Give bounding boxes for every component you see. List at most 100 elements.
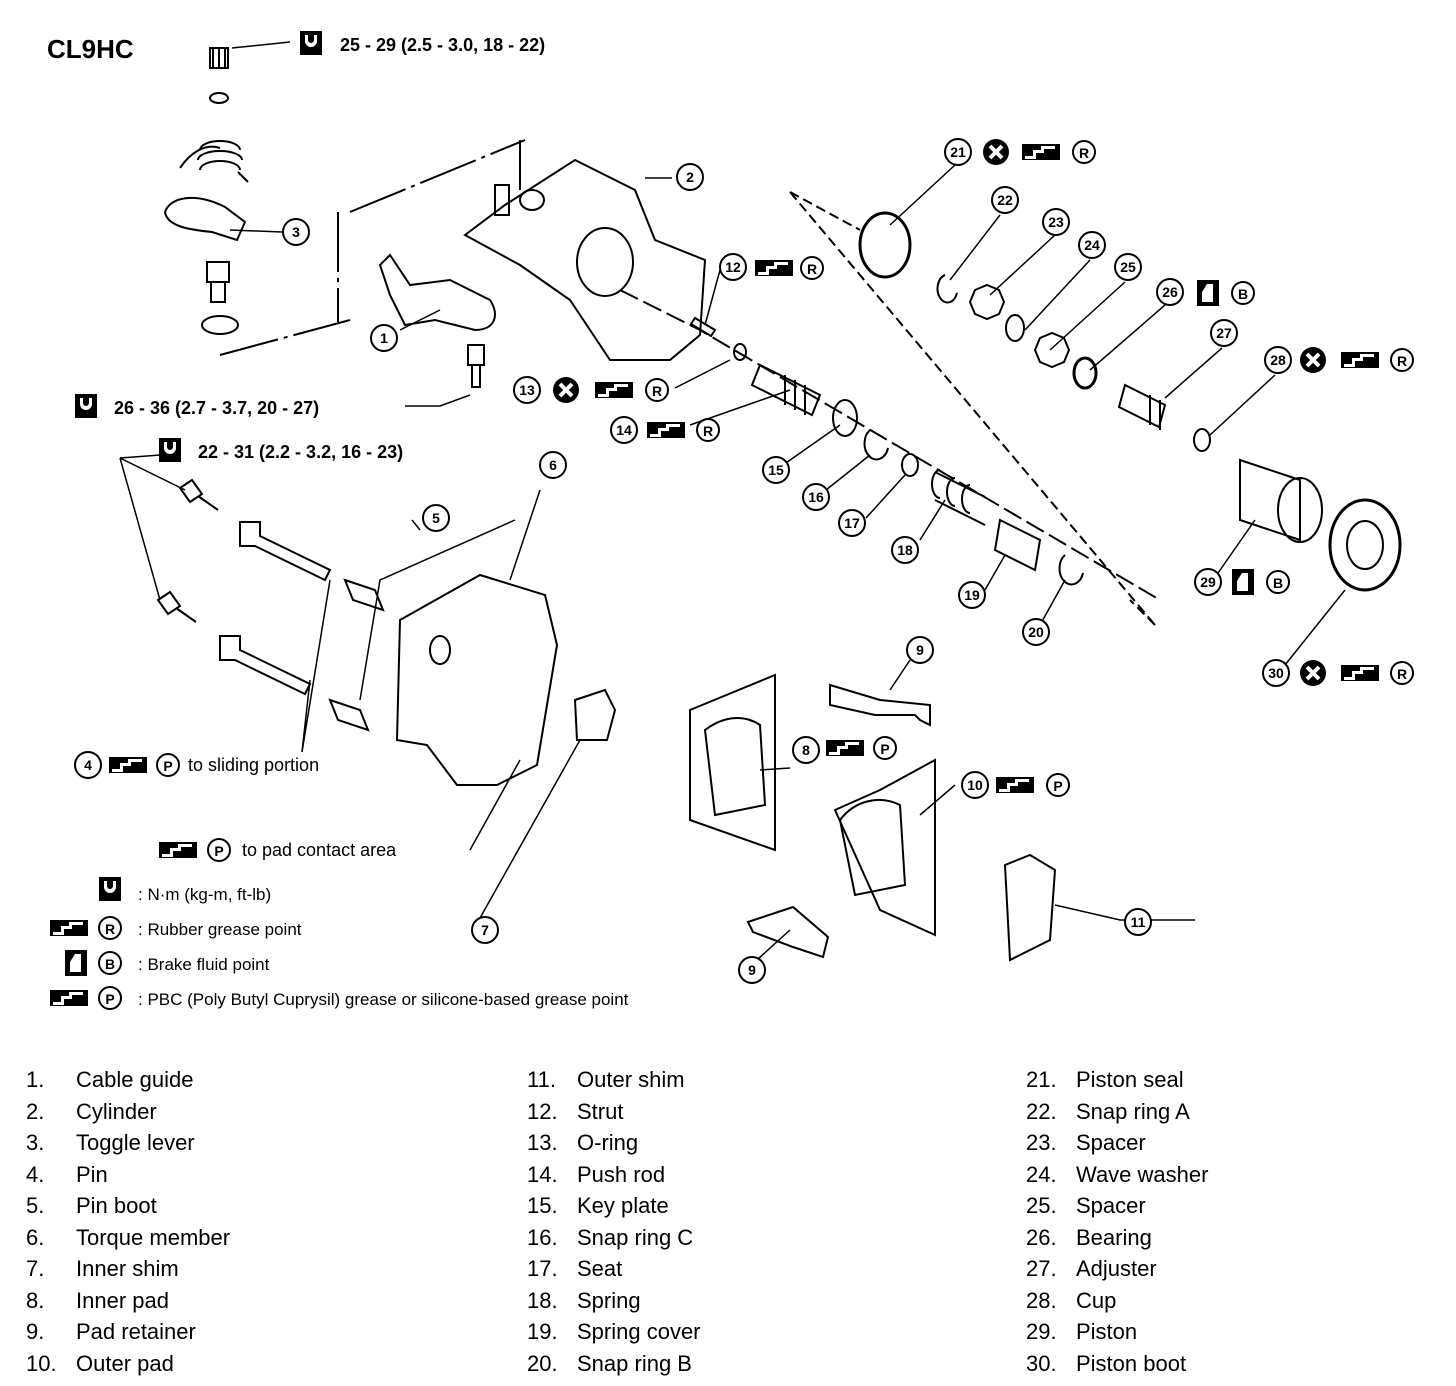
letter-badge (1046, 773, 1070, 797)
symbol-letter: R (1079, 145, 1089, 161)
letter-badge (873, 736, 897, 760)
pad-retainer-upper (829, 683, 931, 727)
callouts: 1234567899101112131415161718192021222324… (74, 138, 1292, 984)
torque-spec-2: 26 - 36 (2.7 - 3.7, 20 - 27) (114, 398, 319, 418)
part-name: Inner pad (76, 1287, 169, 1313)
callout-number: 18 (897, 542, 913, 558)
callout-number: 11 (1131, 914, 1146, 930)
parts-list-item: 14. Push rod (527, 1159, 701, 1191)
part-number: 5. (26, 1193, 45, 1218)
parts-list-item: 9.Pad retainer (26, 1316, 230, 1348)
part-number: 7. (26, 1256, 45, 1281)
part-number: 15. (527, 1193, 558, 1218)
parts-list-item: 13.O-ring (527, 1127, 701, 1159)
part-name: Seat (577, 1256, 623, 1281)
rubber-grease-icon (647, 422, 685, 438)
callout-number: 1 (380, 330, 388, 346)
parts-list-item: 16.Snap ring C (527, 1222, 701, 1254)
piston-boot-inner (1346, 520, 1384, 570)
parts-list-item: 3.Toggle lever (26, 1127, 230, 1159)
outer-pad-backing (833, 758, 936, 937)
snap-ring-a (936, 274, 958, 304)
part-number: 12. (527, 1098, 558, 1124)
piston-face (1277, 477, 1323, 543)
callout-number: 17 (844, 515, 860, 531)
part-number: 14. (527, 1161, 558, 1187)
part-name: Torque member (76, 1224, 231, 1250)
piston-boot (1328, 498, 1402, 592)
part-number: 29. (1026, 1319, 1057, 1344)
leader-lines (119, 41, 1346, 969)
callout-circle (1078, 231, 1106, 259)
legend: : N·m (kg-m, ft-lb) R : Rubber grease po… (50, 877, 629, 1010)
parts-list-item: 5.Pin boot (26, 1190, 230, 1222)
part-name: Adjuster (1076, 1256, 1157, 1281)
callout-circle (944, 138, 972, 166)
letter-badge (1072, 140, 1096, 164)
torque-bolt-upper (178, 478, 219, 511)
part-name: Spring (577, 1287, 641, 1313)
diagram-code: CL9HC (47, 34, 134, 64)
part-number: 18. (527, 1287, 558, 1313)
part-name: Inner shim (76, 1256, 179, 1281)
lever-pin (206, 261, 230, 303)
replace-icon (1298, 658, 1328, 688)
symbol-letter: P (163, 758, 172, 774)
part-name: Bearing (1076, 1224, 1152, 1250)
wave-washer (1005, 314, 1025, 342)
toggle-spring (179, 140, 249, 183)
parts-list-item: 28.Cup (1026, 1285, 1208, 1317)
pin-boot-lower (328, 698, 370, 732)
part-name: Cup (1076, 1287, 1117, 1313)
callout-circle (1262, 659, 1290, 687)
letter-badge (156, 753, 180, 777)
callout-circle (610, 416, 638, 444)
part-number: 30. (1026, 1350, 1057, 1376)
bearing (1072, 356, 1098, 390)
part-number: 8. (26, 1287, 45, 1313)
letter-badge (1266, 570, 1290, 594)
callout-number: 24 (1084, 237, 1100, 253)
part-name: Snap ring A (1076, 1098, 1190, 1124)
symbol-letter: R (1397, 666, 1407, 682)
part-name: Strut (577, 1098, 624, 1124)
part-number: 13. (527, 1130, 558, 1155)
part-number: 27. (1026, 1256, 1057, 1281)
callout-number: 5 (432, 510, 440, 526)
part-name: Wave washer (1076, 1161, 1209, 1187)
parts-list-item: 15.Key plate (527, 1190, 701, 1222)
brake-fluid-icon (65, 950, 87, 976)
callout-circle (370, 324, 398, 352)
callout-number: 20 (1028, 624, 1044, 640)
part-number: 20. (527, 1350, 558, 1376)
torque-spec-1: 25 - 29 (2.5 - 3.0, 18 - 22) (340, 35, 545, 55)
parts-list-item: 17.Seat (527, 1253, 701, 1285)
cup (1193, 428, 1211, 452)
parts-list-item: 7. Inner shim (26, 1253, 230, 1285)
part-name: Push rod (577, 1161, 666, 1187)
letter-badge (98, 986, 122, 1010)
part-name: Pin (76, 1161, 108, 1187)
parts-list-item: 30.Piston boot (1026, 1348, 1208, 1380)
symbol-letter: R (652, 383, 662, 399)
parts-list-item: 19.Spring cover (527, 1316, 701, 1348)
callout-number: 7 (481, 922, 489, 938)
callout-circle (513, 376, 541, 404)
letter-badge (98, 916, 122, 940)
callout-circle (539, 451, 567, 479)
washer (209, 92, 229, 104)
letter-badge (207, 838, 231, 862)
piston-group-guide (789, 191, 1156, 626)
legend-letter: B (105, 956, 115, 972)
callout-circle (719, 253, 747, 281)
parts-list-item: 26.Bearing (1026, 1222, 1208, 1254)
pin-lower (219, 635, 312, 696)
callout-number: 15 (768, 462, 784, 478)
callout-number: 4 (84, 757, 92, 773)
callout-number: 10 (967, 777, 983, 793)
legend-rubber-grease: : Rubber grease point (138, 920, 302, 939)
torque-bolt-lower (156, 590, 197, 623)
